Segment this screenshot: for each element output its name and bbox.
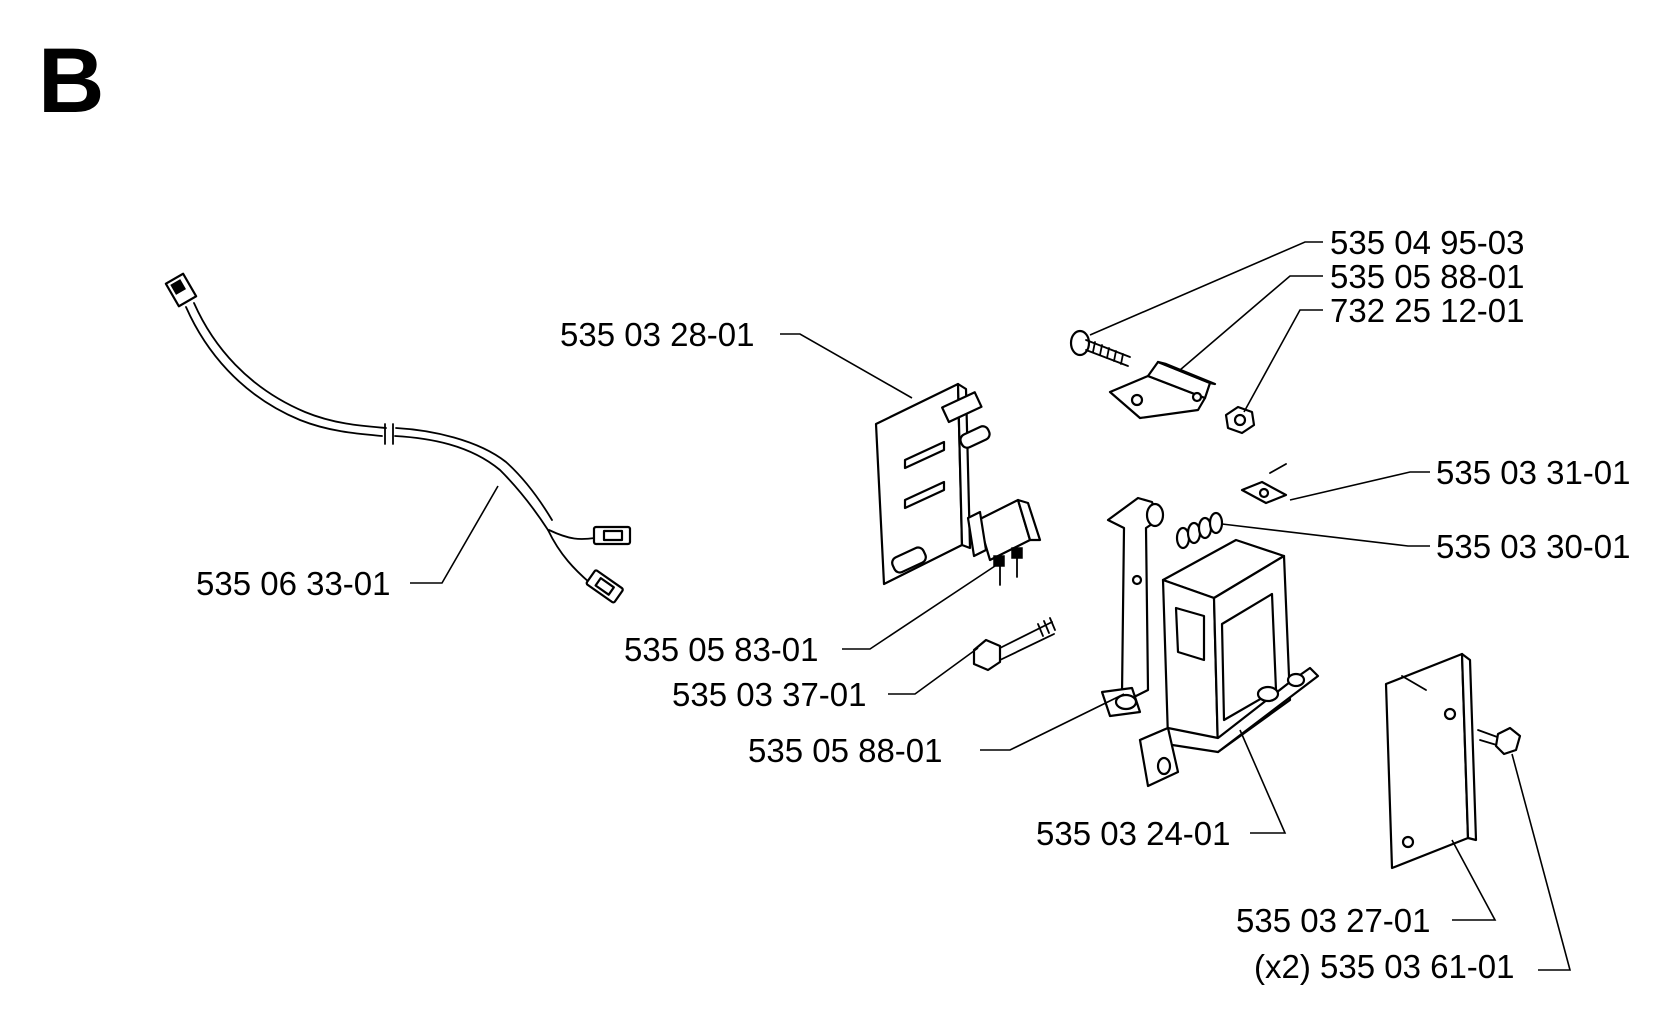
- label-spring: 535 03 30-01: [1436, 528, 1631, 565]
- bolt: [972, 617, 1056, 672]
- cable-harness: [164, 272, 632, 604]
- label-nut-top: 732 25 12-01: [1330, 292, 1525, 329]
- leader-lines: [410, 241, 1572, 971]
- switch-mounting-plate: [874, 382, 991, 586]
- label-pad: 535 03 31-01: [1436, 454, 1631, 491]
- section-letter: B: [38, 30, 104, 132]
- cover-plate: [1384, 652, 1478, 870]
- housing: [1100, 496, 1320, 788]
- label-cable: 535 06 33-01: [196, 565, 391, 602]
- label-bolt: 535 03 37-01: [672, 676, 867, 713]
- label-bracket-top: 535 05 88-01: [1330, 258, 1525, 295]
- top-bracket: [1108, 360, 1217, 420]
- label-housing: 535 03 24-01: [1036, 815, 1231, 852]
- top-nut: [1224, 405, 1256, 435]
- cover-screw: [1477, 726, 1522, 756]
- part-labels: 535 04 95-03 535 05 88-01 732 25 12-01 5…: [196, 224, 1631, 985]
- label-microswitch: 535 05 83-01: [624, 631, 819, 668]
- pad: [1240, 463, 1288, 505]
- top-screw: [1069, 329, 1131, 367]
- label-cover-screw: (x2) 535 03 61-01: [1254, 948, 1515, 985]
- label-plate-bracket: 535 03 28-01: [560, 316, 755, 353]
- spring: [1175, 511, 1224, 550]
- microswitch: [966, 498, 1042, 586]
- label-bracket-lower: 535 05 88-01: [748, 732, 943, 769]
- label-cover: 535 03 27-01: [1236, 902, 1431, 939]
- label-screw-top: 535 04 95-03: [1330, 224, 1525, 261]
